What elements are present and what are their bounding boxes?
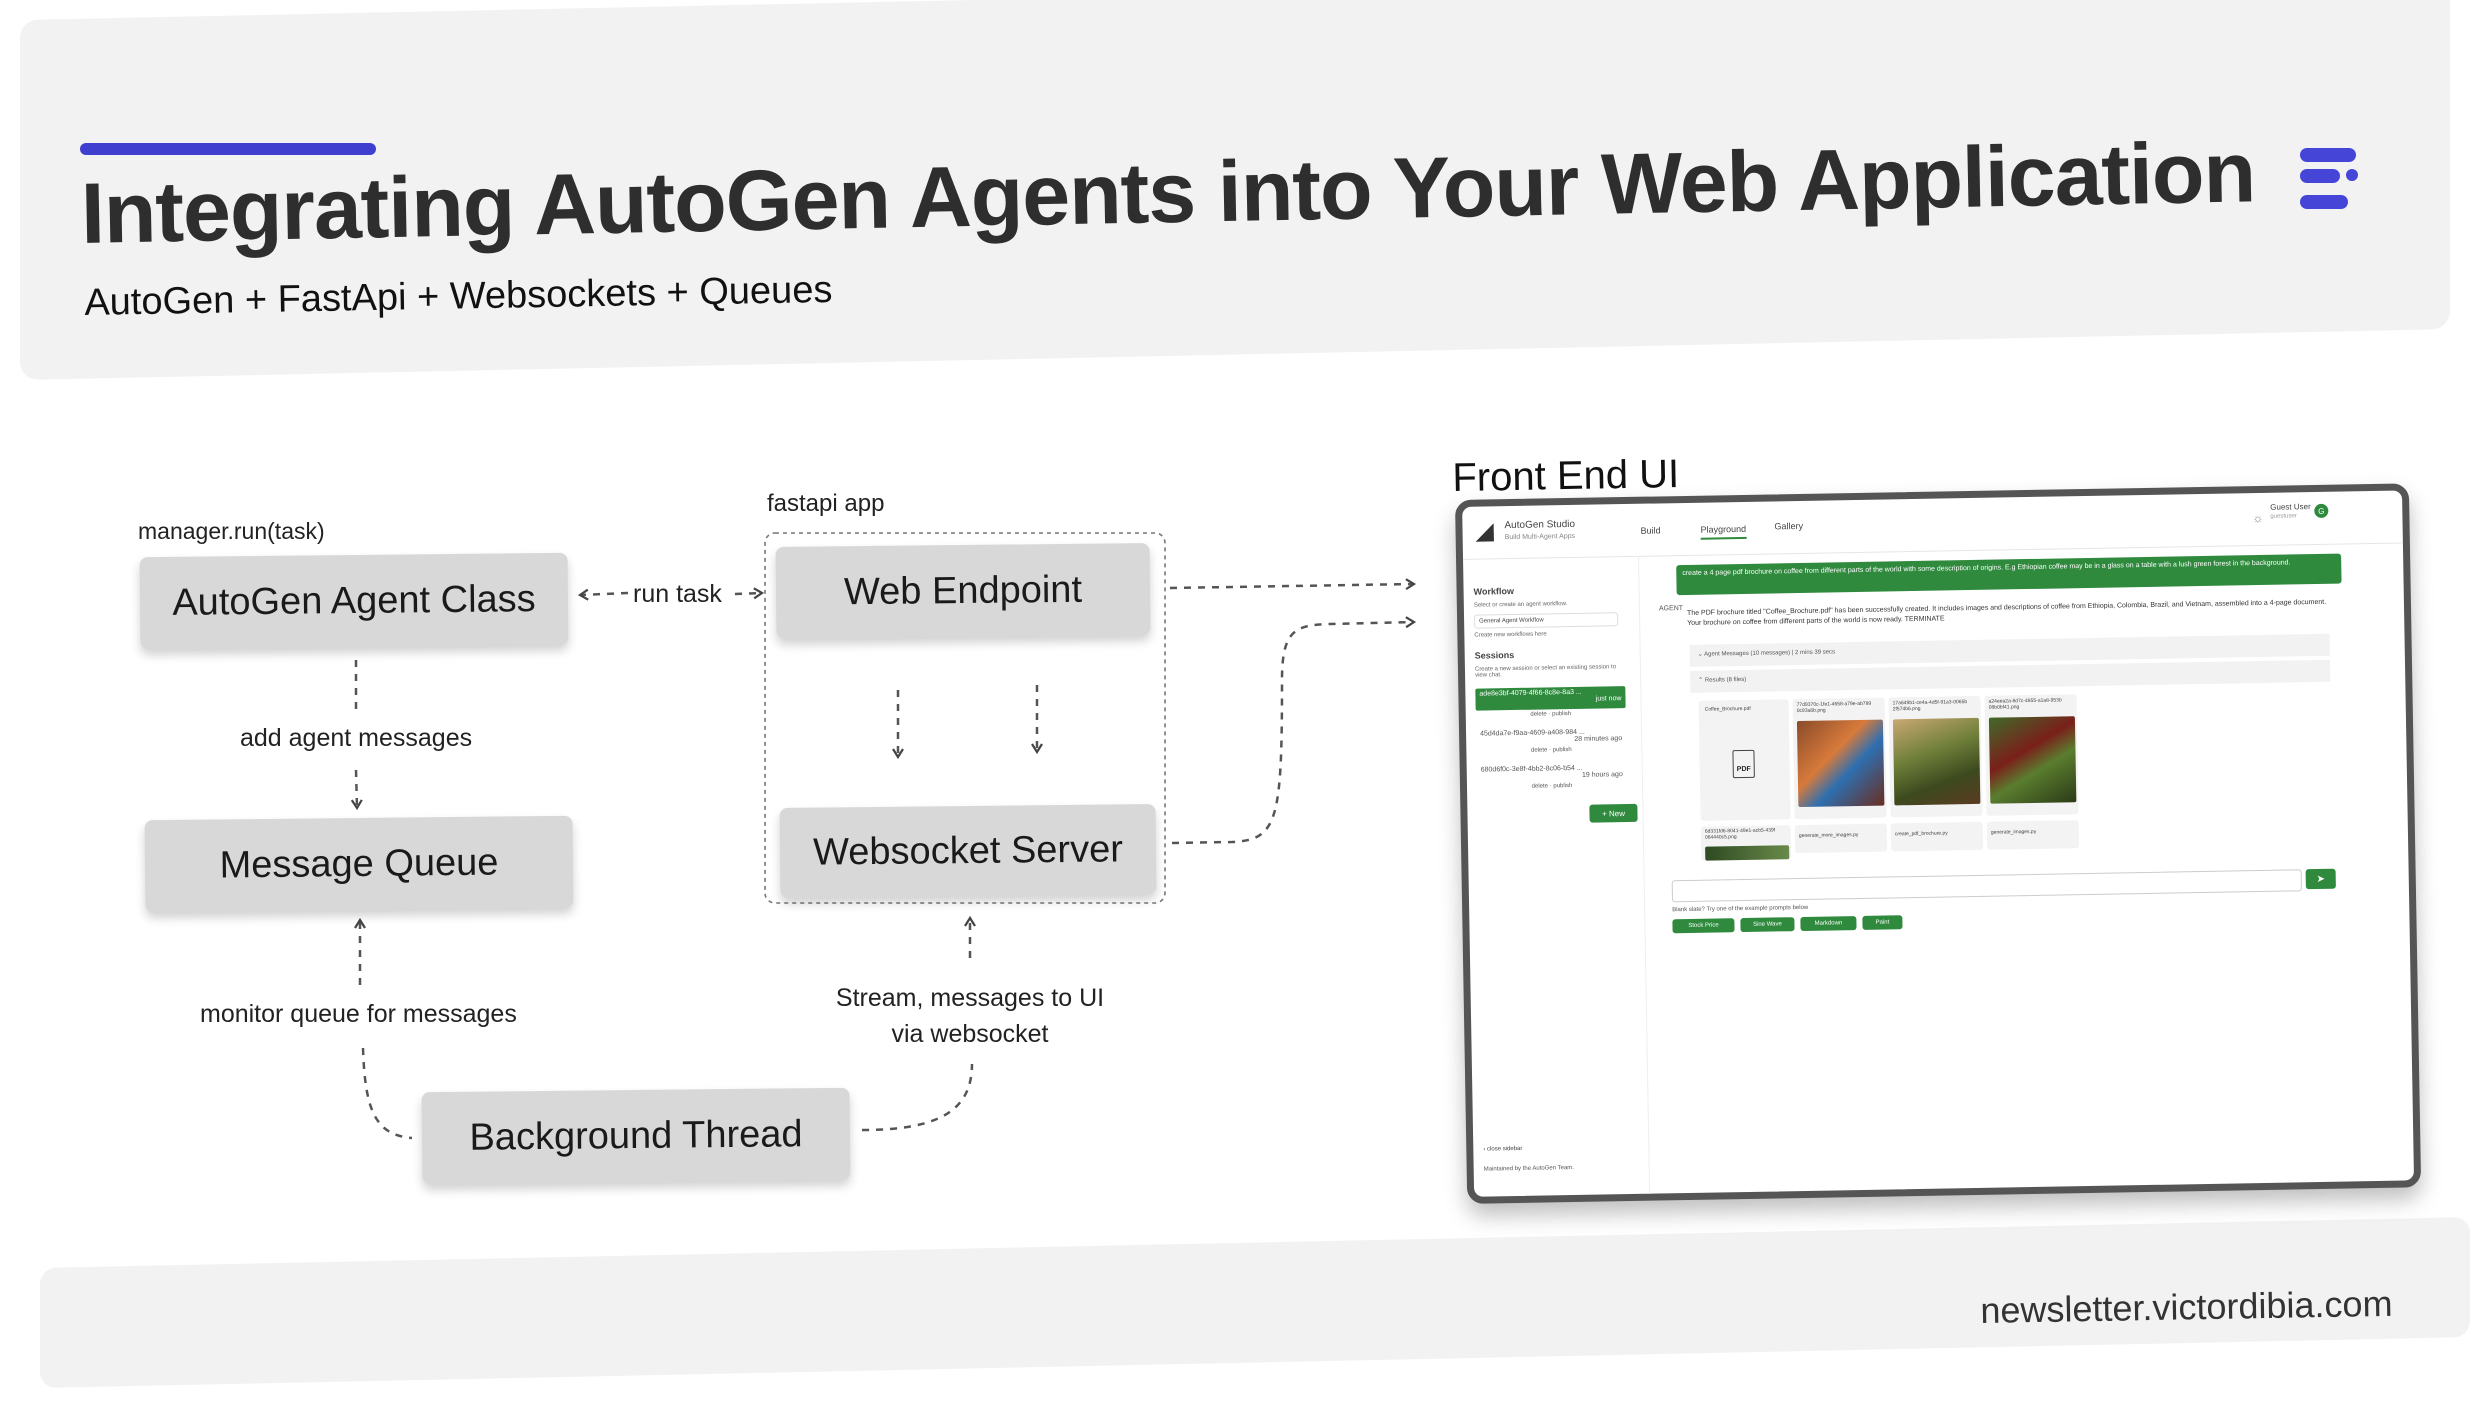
frontend-tablet-screenshot: ◢ AutoGen Studio Build Multi-Agent Apps … [1455,483,2422,1204]
chevron-up-icon: ⌃ [1698,677,1704,684]
session-item[interactable]: 45d4da7e-f9aa-4609-a408-984 ... 28 minut… [1476,726,1626,747]
workflow-hint: Select or create an agent workflow. [1473,601,1568,609]
label-stream-messages: Stream, messages to UI via websocket [800,980,1140,1052]
session-item-active[interactable]: ade8e3bf-4079-4f66-8c8e-8a3 ... just now [1475,686,1626,711]
node-background-thread: Background Thread [421,1087,851,1185]
arrow-to-message-queue [350,769,363,811]
workflow-create-link[interactable]: Create new workflows here [1474,631,1547,639]
node-websocket-server: Websocket Server [779,804,1157,898]
avatar[interactable]: G [2314,503,2329,519]
label-manager-run: manager.run(task) [138,518,325,544]
label-stream-line1: Stream, messages to UI [835,984,1105,1012]
results-label: Results (8 files) [1704,676,1747,684]
publish-button[interactable]: publish [1552,747,1572,754]
session-item[interactable]: 680d6f0c-3e8f-4bb2-8c06-b54 ... 19 hours… [1477,762,1627,783]
coffee-image-vietnam [1705,845,1790,861]
publish-button[interactable]: publish [1552,711,1572,718]
session-actions: delete · publish [1530,711,1572,718]
file-name: Coffee_Brochure.pdf [1704,705,1751,713]
file-name: 17a649b1-ce4a-4d5f-91a3-0065b 2f574b6.pn… [1892,699,1968,713]
label-monitor-queue: monitor queue for messages [200,1000,517,1028]
file-name: a24eea2a-8d7c-4855-a1a8-953b 08b0bf41.pn… [1988,697,2062,711]
close-sidebar-button[interactable]: ‹ close sidebar [1483,1145,1523,1153]
new-session-button[interactable]: + New [1589,803,1638,823]
file-card-image[interactable]: 17a649b1-ce4a-4d5f-91a3-0065b 2f574b6.pn… [1888,695,1983,818]
app-logo-icon: ◢ [1476,518,1494,544]
delete-button[interactable]: delete [1530,711,1547,718]
coffee-image-brazil [1988,716,2077,804]
example-prompt-stock-price[interactable]: Stock Price [1672,918,1735,934]
file-name: 6d331fd6-8041-49e1-acb5-439f 064440c5.pn… [1704,827,1776,841]
example-prompt-markdown[interactable]: Markdown [1800,916,1857,932]
user-message: create a 4 page pdf brochure on coffee f… [1676,553,2342,596]
file-card-image[interactable]: a24eea2a-8d7c-4855-a1a8-953b 08b0bf41.pn… [1984,694,2079,816]
agent-messages-label: Agent Messages (10 messages) | 2 mins 39… [1704,649,1836,658]
workflow-heading: Workflow [1473,585,1515,597]
file-name: 77d9370c-1fe1-4658-a79e-ab789 0c93a6b.pn… [1796,700,1872,715]
user-id: guestuser [2270,513,2297,520]
user-name: Guest User [2270,502,2311,512]
arrow-ws-to-frontend [1171,616,1417,845]
file-card-script[interactable]: create_pdf_brochure.py [1890,821,1984,852]
file-card-script[interactable]: generate_images.py [1986,820,2080,850]
maintained-note: Maintained by the AutoGen Team. [1483,1165,1575,1173]
theme-toggle-icon[interactable]: ☼ [2252,510,2264,526]
file-name: generate_images.py [1990,828,2037,836]
brand-logo-icon [2300,148,2362,216]
file-card-image[interactable]: 77d9370c-1fe1-4658-a79e-ab789 0c93a6b.pn… [1792,697,1887,820]
file-name: generate_more_images.py [1798,832,1859,840]
node-web-endpoint: Web Endpoint [775,543,1151,639]
coffee-image-ethiopia [1796,719,1885,808]
sessions-hint: Create a new session or select an existi… [1474,664,1617,679]
arrow-run-task-left [577,588,629,601]
delete-button[interactable]: delete [1530,747,1548,754]
close-sidebar-label: close sidebar [1486,1145,1523,1153]
label-fastapi-app: fastapi app [767,490,885,517]
label-add-agent-messages: add agent messages [240,724,473,752]
pdf-file-icon: PDF [1732,749,1755,779]
session-actions: delete · publish [1530,747,1572,754]
chat-panel: create a 4 page pdf brochure on coffee f… [1648,543,2404,1194]
chat-input[interactable] [1671,869,2302,903]
node-autogen-agent-class: AutoGen Agent Class [139,552,569,650]
arrow-run-task-right [734,587,765,600]
node-message-queue: Message Queue [144,815,574,913]
file-name: create_pdf_brochure.py [1894,830,1948,838]
agent-reply: The PDF brochure titled "Coffee_Brochure… [1686,598,2327,627]
curve-thread-to-queue [361,1047,413,1140]
label-run-task: run task [633,580,722,608]
file-card-image[interactable]: 6d331fd6-8041-49e1-acb5-439f 064440c5.pn… [1700,825,1792,861]
send-icon[interactable]: ➤ [2305,868,2336,890]
title-accent-bar [80,143,376,155]
example-prompt-sine-wave[interactable]: Sine Wave [1740,917,1795,933]
tab-gallery[interactable]: Gallery [1774,520,1804,532]
curve-thread-to-stream [861,1063,974,1132]
frontend-title: Front End UI [1452,452,1680,500]
arrow-endpoint-to-frontend [1169,578,1417,591]
file-card-script[interactable]: generate_more_images.py [1794,823,1888,854]
fastapi-app-container [764,532,1166,904]
app-tagline: Build Multi-Agent Apps [1504,532,1576,542]
blank-slate-hint: Blank slate? Try one of the example prom… [1672,904,1809,914]
tab-playground[interactable]: Playground [1700,523,1747,540]
label-stream-line2: via websocket [891,1020,1049,1048]
workflow-select[interactable]: General Agent Workflow [1474,612,1619,629]
tab-build[interactable]: Build [1640,525,1661,536]
publish-button[interactable]: publish [1553,782,1573,790]
delete-button[interactable]: delete [1531,783,1549,790]
app-name: AutoGen Studio [1504,518,1576,532]
session-actions: delete · publish [1531,782,1573,790]
chevron-down-icon: ⌄ [1697,651,1703,658]
sessions-heading: Sessions [1474,649,1515,661]
coffee-image-colombia [1892,717,1981,806]
agent-label: AGENT [1658,605,1684,613]
example-prompt-paint[interactable]: Paint [1862,915,1903,930]
sidebar: Workflow Select or create an agent workf… [1463,555,1651,1197]
file-card-pdf[interactable]: Coffee_Brochure.pdf PDF [1698,699,1791,821]
footer-url[interactable]: newsletter.victordibia.com [1980,1282,2393,1331]
